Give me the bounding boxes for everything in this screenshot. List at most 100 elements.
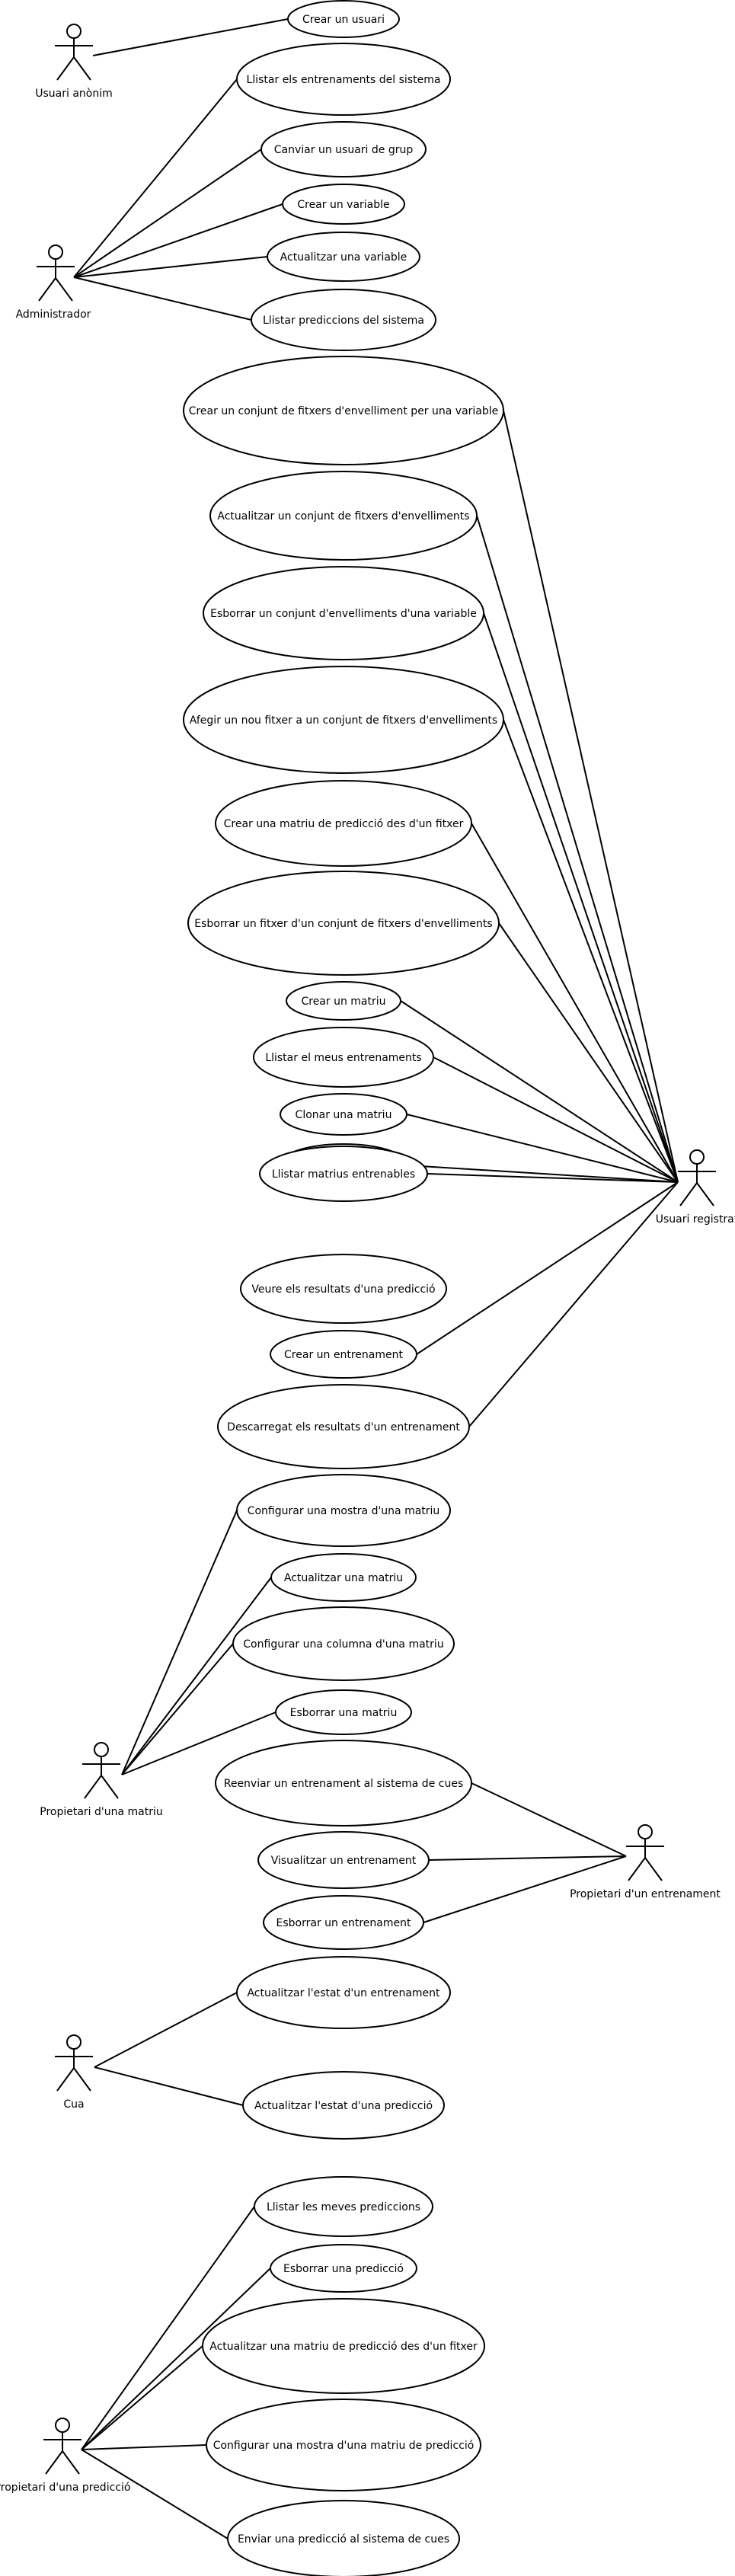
use-case-label: Llistar matrius entrenables (272, 1168, 415, 1181)
association-line-prop_prediccio-uc33 (81, 2444, 207, 2450)
use-case-ellipse (267, 232, 420, 282)
use-case-uc12[interactable]: Esborrar un fitxer d'un conjunt de fitxe… (187, 871, 500, 976)
use-case-uc32[interactable]: Actualitzar una matriu de predicció des … (202, 2298, 485, 2394)
use-case-uc21[interactable]: Configurar una mostra d'una matriu (236, 1474, 451, 1547)
use-case-label: Crear una matriu de predicció des d'un f… (224, 818, 464, 830)
association-line-admin-uc05 (73, 256, 268, 278)
use-case-ellipse (240, 1254, 447, 1324)
use-case-uc23[interactable]: Configurar una columna d'una matriu (232, 1606, 455, 1681)
use-case-ellipse (263, 1895, 424, 1950)
use-case-uc09[interactable]: Esborrar un conjunt d'envelliments d'una… (203, 566, 484, 660)
use-case-uc15[interactable]: Clonar una matriu (280, 1093, 407, 1136)
use-case-label: Llistar els entrenaments del sistema (247, 74, 441, 86)
use-case-ellipse (282, 184, 405, 225)
use-case-ellipse (232, 1606, 455, 1681)
use-case-uc25[interactable]: Reenviar un entrenament al sistema de cu… (215, 1740, 472, 1827)
use-case-uc05[interactable]: Actualitzar una variable (267, 232, 420, 282)
actor-registrat[interactable]: Usuari registrat (656, 1149, 735, 1226)
actor-label: Propietari d'una predicció (0, 2482, 130, 2494)
use-case-ellipse (183, 356, 504, 465)
use-case-label: Actualitzar l'estat d'un entrenament (247, 1987, 440, 1999)
use-case-uc28[interactable]: Actualitzar l'estat d'un entrenament (236, 1956, 451, 2029)
use-case-label: Canviar un usuari de grup (274, 144, 414, 156)
use-case-label: Configurar una mostra d'una matriu (248, 1505, 440, 1517)
use-case-uc26[interactable]: Visualitzar un entrenament (257, 1831, 430, 1889)
use-case-ellipse (280, 1093, 407, 1136)
use-case-uc33[interactable]: Configurar una mostra d'una matriu de pr… (206, 2399, 481, 2491)
actor-admin[interactable]: Administrador (16, 244, 91, 321)
use-case-uc20[interactable]: Descarregat els resultats d'un entrename… (217, 1384, 470, 1469)
use-case-ellipse (270, 1553, 417, 1602)
association-line-admin-uc03 (73, 149, 262, 278)
use-case-label: Actualitzar una matriu de predicció des … (209, 2341, 478, 2353)
association-line-prop_matriu-uc23 (121, 1643, 234, 1775)
actor-label: Propietari d'un entrenament (570, 1888, 721, 1900)
use-case-uc29[interactable]: Actualitzar l'estat d'una predicció (242, 2071, 445, 2140)
association-line-registrat-uc13 (400, 1000, 679, 1183)
association-line-registrat-uc16 (407, 1165, 679, 1183)
actor-figure-icon (626, 1824, 664, 1881)
association-line-prop_prediccio-uc31 (81, 2268, 271, 2450)
use-case-label: Llistar prediccions del sistema (263, 315, 424, 327)
use-case-uc17[interactable]: Llistar matrius entrenables (259, 1146, 428, 1202)
use-case-uc01[interactable]: Crear un usuari (287, 0, 400, 38)
use-case-label: Esborrar un conjunt d'envelliments d'una… (210, 608, 477, 620)
association-line-registrat-uc10 (503, 719, 679, 1183)
use-case-ellipse (209, 471, 478, 561)
actor-anon[interactable]: Usuari anònim (35, 24, 113, 100)
use-case-uc34[interactable]: Enviar una predicció al sistema de cues (227, 2500, 460, 2576)
use-case-uc10[interactable]: Afegir un nou fitxer a un conjunt de fit… (183, 666, 504, 774)
use-case-uc04[interactable]: Crear un variable (282, 184, 405, 225)
association-line-prop_prediccio-uc32 (81, 2345, 203, 2450)
use-case-ellipse (236, 1956, 451, 2029)
use-case-ellipse (203, 566, 484, 660)
use-case-uc02[interactable]: Llistar els entrenaments del sistema (236, 43, 451, 116)
actor-label: Usuari anònim (35, 88, 113, 100)
use-case-ellipse (260, 121, 427, 177)
use-case-ellipse (251, 289, 436, 351)
use-case-uc03[interactable]: Canviar un usuari de grup (260, 121, 427, 177)
use-case-ellipse (236, 1474, 451, 1547)
use-case-label: Configurar una columna d'una matriu (243, 1638, 443, 1651)
association-line-prop_prediccio-uc34 (81, 2449, 228, 2539)
actor-label: Cua (63, 2098, 84, 2111)
use-case-label: Reenviar un entrenament al sistema de cu… (224, 1778, 464, 1790)
use-case-ellipse (270, 2244, 417, 2293)
use-case-label: Afegir un nou fitxer a un conjunt de fit… (190, 714, 497, 727)
association-line-prop_entrenament-uc27 (423, 1855, 627, 1923)
actor-prop_prediccio[interactable]: Propietari d'una predicció (0, 2418, 130, 2494)
association-line-prop_matriu-uc24 (121, 1711, 276, 1775)
actor-prop_matriu[interactable]: Propietari d'una matriu (40, 1742, 163, 1818)
use-case-uc18[interactable]: Veure els resultats d'una predicció (240, 1254, 447, 1324)
use-case-uc27[interactable]: Esborrar un entrenament (263, 1895, 424, 1950)
use-case-label: Esborrar un entrenament (276, 1917, 411, 1929)
use-case-uc11[interactable]: Crear una matriu de predicció des d'un f… (215, 780, 472, 867)
use-case-uc13[interactable]: Crear un matriu (286, 981, 401, 1021)
use-case-ellipse (206, 2399, 481, 2491)
use-case-uc06[interactable]: Llistar prediccions del sistema (251, 289, 436, 351)
use-case-uc30[interactable]: Llistar les meves prediccions (254, 2176, 433, 2237)
use-case-uc07[interactable]: Crear un conjunt de fitxers d'envellimen… (183, 356, 504, 465)
use-case-label: Descarregat els resultats d'un entrename… (227, 1421, 460, 1433)
use-case-label: Crear un conjunt de fitxers d'envellimen… (189, 405, 499, 417)
use-case-uc08[interactable]: Actualitzar un conjunt de fitxers d'enve… (209, 471, 478, 561)
use-case-ellipse (187, 871, 500, 976)
use-case-uc22[interactable]: Actualitzar una matriu (270, 1553, 417, 1602)
use-case-uc24[interactable]: Esborrar una matriu (275, 1689, 412, 1735)
association-line-prop_prediccio-uc30 (81, 2206, 255, 2450)
use-case-label: Enviar una predicció al sistema de cues (238, 2533, 449, 2546)
actor-figure-icon (37, 244, 75, 302)
use-case-ellipse (215, 780, 472, 867)
use-case-label: Crear un variable (297, 199, 389, 211)
use-case-uc19[interactable]: Crear un entrenament (270, 1330, 417, 1379)
use-case-uc31[interactable]: Esborrar una predicció (270, 2244, 417, 2293)
use-case-ellipse (270, 1330, 417, 1379)
use-case-uc14[interactable]: Llistar el meus entrenaments (253, 1027, 434, 1088)
use-case-ellipse (287, 0, 400, 38)
actor-prop_entrenament[interactable]: Propietari d'un entrenament (570, 1824, 721, 1900)
association-line-prop_matriu-uc21 (121, 1510, 238, 1775)
association-line-registrat-uc07 (503, 410, 679, 1183)
actor-cua[interactable]: Cua (55, 2034, 93, 2111)
association-line-cua-uc29 (94, 2066, 244, 2106)
association-line-admin-uc02 (73, 78, 238, 278)
